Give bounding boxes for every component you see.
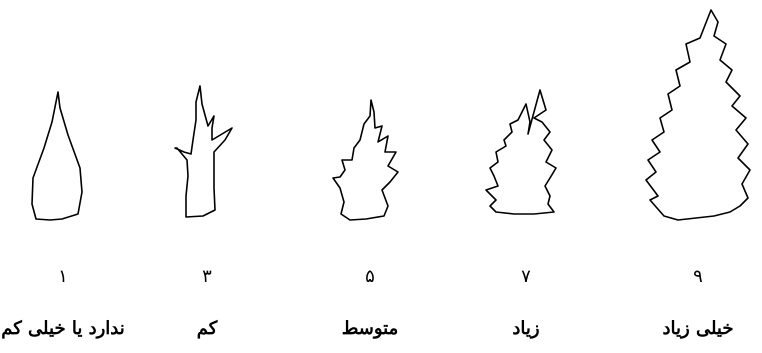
scale-column-7: ۷ زیاد — [478, 0, 574, 353]
scale-column-9: ۹ خیلی زیاد — [636, 0, 760, 353]
scale-column-5: ۵ متوسط — [320, 0, 420, 353]
score-label: خیلی زیاد — [636, 318, 760, 340]
scale-column-3: ۳ کم — [172, 0, 242, 353]
score-number: ۷ — [478, 266, 574, 288]
score-number: ۱ — [0, 266, 126, 288]
score-number: ۳ — [172, 266, 242, 288]
scale-column-1: ۱ ندارد یا خیلی کم — [0, 0, 126, 353]
score-label: متوسط — [320, 318, 420, 340]
score-label: کم — [172, 318, 242, 340]
score-number: ۵ — [320, 266, 420, 288]
score-label: ندارد یا خیلی کم — [0, 318, 126, 340]
score-number: ۹ — [636, 266, 760, 288]
score-label: زیاد — [478, 318, 574, 340]
